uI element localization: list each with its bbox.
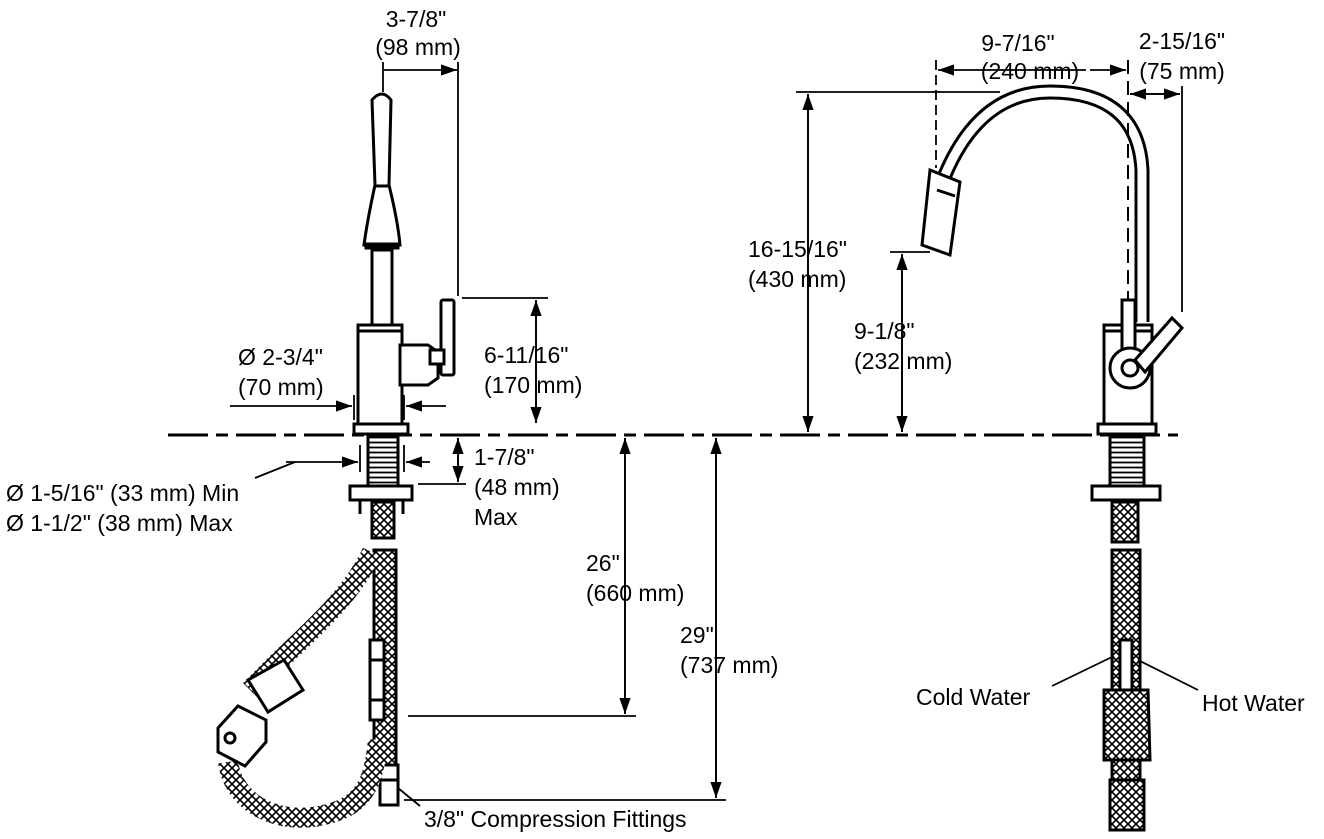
dim-base-diameter-mm: (70 mm) — [238, 374, 324, 400]
dim-front-offset-in: 2-15/16" — [1138, 28, 1226, 54]
dim-hole-min: Ø 1-5/16" (33 mm) Min — [6, 480, 240, 506]
side-view-faucet — [216, 92, 456, 828]
dim-base-diameter-in: Ø 2-3/4" — [238, 344, 323, 370]
dim-29-mm: (737 mm) — [680, 652, 779, 678]
dim-hole-max: Ø 1-1/2" (38 mm) Max — [6, 510, 233, 536]
dim-26-in: 26" — [586, 550, 620, 576]
dim-deck-mm: (48 mm) — [474, 474, 560, 500]
dim-deck-in: 1-7/8" — [474, 444, 535, 470]
dim-side-width-mm: (98 mm) — [375, 34, 461, 60]
dim-front-offset-mm: (75 mm) — [1139, 58, 1225, 84]
front-view-faucet — [920, 60, 1185, 832]
dim-handle-height-mm: (170 mm) — [484, 372, 583, 398]
dim-front-height-in: 16-15/16" — [748, 236, 847, 262]
dim-front-clearance-mm: (232 mm) — [854, 348, 953, 374]
dim-front-clearance-in: 9-1/8" — [854, 318, 915, 344]
dim-side-width-in: 3-7/8" — [385, 6, 447, 32]
hot-water-label: Hot Water — [1202, 690, 1305, 716]
cold-water-label: Cold Water — [916, 684, 1031, 710]
dim-front-reach-in: 9-7/16" — [981, 30, 1055, 56]
dim-26-mm: (660 mm) — [586, 580, 685, 606]
dim-front-reach-mm: (240 mm) — [980, 58, 1080, 84]
fittings-label: 3/8" Compression Fittings — [424, 806, 687, 832]
dim-deck-note: Max — [474, 504, 518, 530]
dim-front-height-mm: (430 mm) — [748, 266, 847, 292]
dim-29-in: 29" — [680, 622, 714, 648]
dimension-lines — [230, 60, 1199, 807]
dim-handle-height-in: 6-11/16" — [484, 342, 569, 368]
